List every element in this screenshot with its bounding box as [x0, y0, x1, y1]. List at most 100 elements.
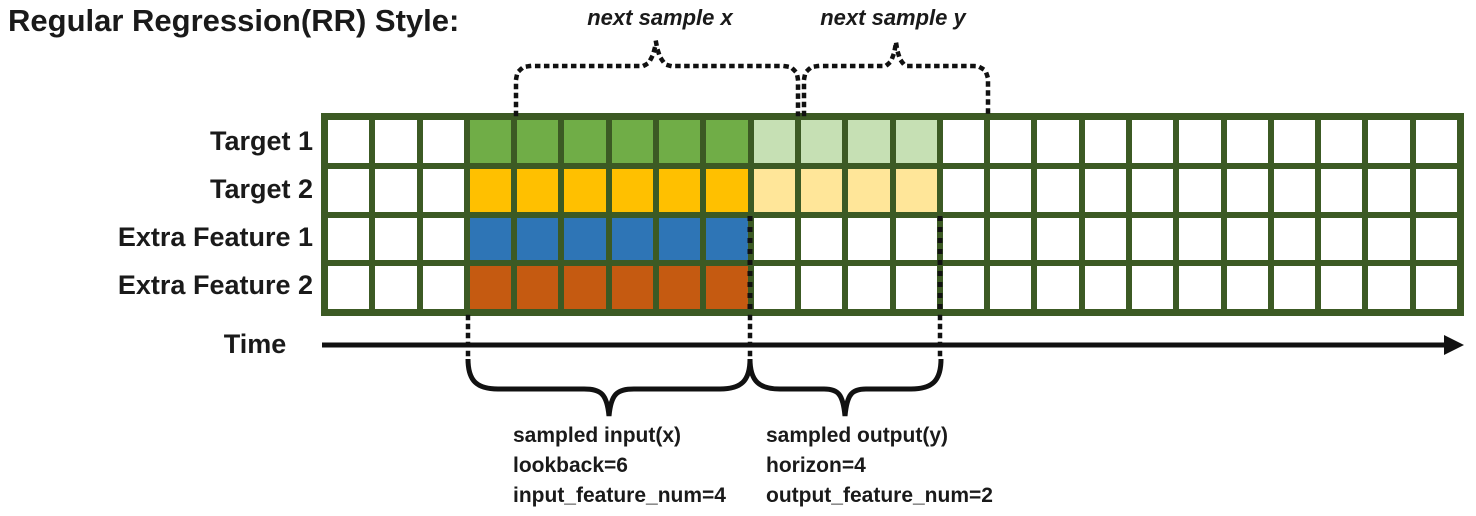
- grid-cell: [659, 266, 701, 309]
- next-sample-x-label: next sample x: [587, 5, 733, 30]
- grid-cell: [990, 266, 1032, 309]
- grid-cell: [1415, 266, 1457, 309]
- grid-cell: [895, 266, 937, 309]
- grid-cell: [1415, 217, 1457, 261]
- grid-cell: [375, 266, 417, 309]
- row-label-extra-feature-1: Extra Feature 1: [117, 222, 313, 252]
- grid-cell: [328, 168, 370, 212]
- grid-cell: [753, 266, 795, 309]
- next-sample-y-label: next sample y: [820, 5, 966, 30]
- output-underbrace: [747, 358, 944, 417]
- grid-cell: [942, 266, 985, 309]
- grid-cell: [1131, 120, 1174, 163]
- grid-cell: [422, 120, 464, 163]
- grid-cell: [800, 120, 843, 163]
- grid-cell: [1179, 120, 1221, 163]
- grid-cell: [1226, 168, 1268, 212]
- grid-cell: [611, 120, 654, 163]
- row-label-extra-feature-2: Extra Feature 2: [117, 270, 313, 300]
- grid-cell: [517, 266, 559, 309]
- output-annotation-line-2: horizon=4: [766, 454, 866, 477]
- grid-cell: [1037, 120, 1079, 163]
- grid-cell: [1415, 168, 1457, 212]
- output-annotation-line-1: sampled output(y): [766, 424, 948, 447]
- grid-cell: [895, 168, 937, 212]
- grid-cell: [1131, 168, 1174, 212]
- grid-cell: [895, 217, 937, 261]
- grid-cell: [848, 168, 890, 212]
- grid-cell: [564, 120, 606, 163]
- grid-cell: [659, 168, 701, 212]
- grid-cell: [1321, 266, 1363, 309]
- grid-cell: [328, 266, 370, 309]
- grid-cell: [375, 217, 417, 261]
- grid-cell: [611, 217, 654, 261]
- grid-cell: [469, 217, 512, 261]
- grid-cell: [848, 120, 890, 163]
- grid-cell: [1273, 217, 1316, 261]
- grid-cell: [1084, 266, 1126, 309]
- grid-cell: [848, 217, 890, 261]
- timeline-grid: [321, 113, 1464, 316]
- grid-cell: [469, 120, 512, 163]
- grid-cell: [942, 168, 985, 212]
- grid-cell: [469, 168, 512, 212]
- time-arrowhead-icon: [1444, 335, 1464, 355]
- grid-cell: [753, 168, 795, 212]
- grid-cell: [1037, 217, 1079, 261]
- grid-cell: [375, 168, 417, 212]
- grid-cell: [1179, 168, 1221, 212]
- grid-cell: [800, 266, 843, 309]
- grid-cell: [1368, 120, 1410, 163]
- input-annotation-line-2: lookback=6: [513, 454, 628, 477]
- grid-cell: [517, 168, 559, 212]
- grid-cell: [1368, 168, 1410, 212]
- grid-cell: [611, 168, 654, 212]
- grid-cell: [375, 120, 417, 163]
- grid-cell: [942, 120, 985, 163]
- grid-cell: [1131, 266, 1174, 309]
- grid-cell: [706, 168, 748, 212]
- grid-cell: [517, 120, 559, 163]
- grid-cell: [1321, 120, 1363, 163]
- grid-cell: [1368, 266, 1410, 309]
- grid-cell: [1226, 266, 1268, 309]
- grid-cell: [1273, 266, 1316, 309]
- output-annotation-line-3: output_feature_num=2: [766, 484, 993, 507]
- output-annotation: sampled output(y) horizon=4 output_featu…: [766, 421, 993, 511]
- grid-cell: [659, 217, 701, 261]
- grid-cell: [706, 266, 748, 309]
- grid-cell: [1084, 120, 1126, 163]
- grid-cell: [422, 168, 464, 212]
- input-annotation: sampled input(x) lookback=6 input_featur…: [513, 421, 726, 511]
- input-annotation-line-1: sampled input(x): [513, 424, 682, 447]
- grid-cell: [1084, 168, 1126, 212]
- grid-cell: [469, 266, 512, 309]
- grid-cell: [1179, 266, 1221, 309]
- grid-cell: [564, 217, 606, 261]
- grid-cell: [328, 120, 370, 163]
- next-sample-x-brace: [513, 41, 801, 117]
- time-axis-label: Time: [223, 329, 287, 359]
- grid-cell: [753, 120, 795, 163]
- grid-cell: [659, 120, 701, 163]
- grid-cell: [1273, 120, 1316, 163]
- grid-cell: [1084, 217, 1126, 261]
- row-label-target-1: Target 1: [209, 126, 313, 156]
- input-annotation-line-3: input_feature_num=4: [513, 484, 726, 507]
- grid-cell: [753, 217, 795, 261]
- grid-cell: [611, 266, 654, 309]
- grid-cell: [990, 217, 1032, 261]
- grid-cell: [1037, 266, 1079, 309]
- grid-cell: [422, 217, 464, 261]
- grid-cell: [895, 120, 937, 163]
- grid-cell: [1226, 120, 1268, 163]
- grid-cell: [800, 217, 843, 261]
- grid-cell: [800, 168, 843, 212]
- grid-cell: [990, 120, 1032, 163]
- grid-cell: [1037, 168, 1079, 212]
- grid-cell: [1321, 217, 1363, 261]
- grid-cell: [1179, 217, 1221, 261]
- grid-cell: [328, 217, 370, 261]
